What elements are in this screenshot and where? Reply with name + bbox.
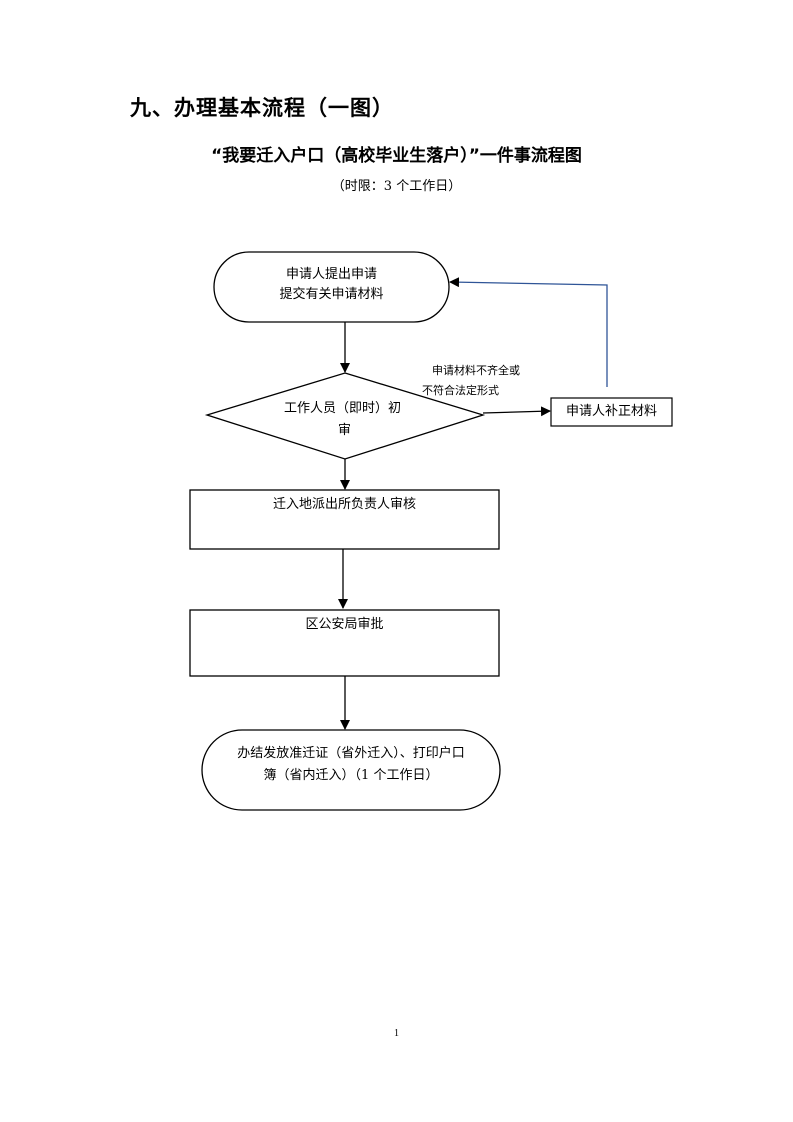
- initial-review-node-text: 工作人员（即时）初 审: [270, 398, 420, 442]
- district-approval-shape: [189, 609, 500, 677]
- district-approval-text: 区公安局审批: [305, 617, 384, 632]
- apply-line-2: 提交有关申请材料: [279, 287, 384, 302]
- branch-label-line-2: 不符合法定形式: [422, 384, 499, 397]
- initial-review-line-1: 工作人员（即时）初: [284, 401, 402, 416]
- issue-node-text: 办结发放准迁证（省外迁入）、打印户口 簿（省内迁入）（1 个工作日）: [202, 743, 500, 787]
- supplement-box-shape: [550, 397, 673, 427]
- arrow-supplement-to-apply: [449, 277, 608, 387]
- flowchart-time-limit: （时限：3 个工作日）: [331, 179, 462, 194]
- flowchart-title: “我要迁入户口（高校毕业生落户）”一件事流程图: [211, 146, 582, 166]
- issue-line-1: 办结发放准迁证（省外迁入）、打印户口: [237, 746, 465, 761]
- issue-line-2: 簿（省内迁入）（1 个工作日）: [263, 768, 439, 783]
- apply-line-1: 申请人提出申请: [285, 267, 377, 282]
- end-terminal-shape: [201, 729, 501, 811]
- start-terminal-shape: [213, 251, 450, 323]
- initial-review-line-2: 审: [338, 423, 352, 438]
- branch-label-line-1: 申请材料不齐全或: [432, 364, 520, 377]
- apply-node-text: 申请人提出申请 提交有关申请材料: [214, 265, 449, 305]
- supplement-node-text: 申请人补正材料: [565, 404, 657, 419]
- page-number: 1: [394, 1028, 399, 1039]
- section-heading: 九、办理基本流程（一图）: [130, 96, 394, 120]
- police-station-review-text: 迁入地派出所负责人审核: [272, 497, 416, 512]
- arrow-review-to-supplement: [482, 406, 551, 417]
- police-station-review-shape: [189, 489, 500, 550]
